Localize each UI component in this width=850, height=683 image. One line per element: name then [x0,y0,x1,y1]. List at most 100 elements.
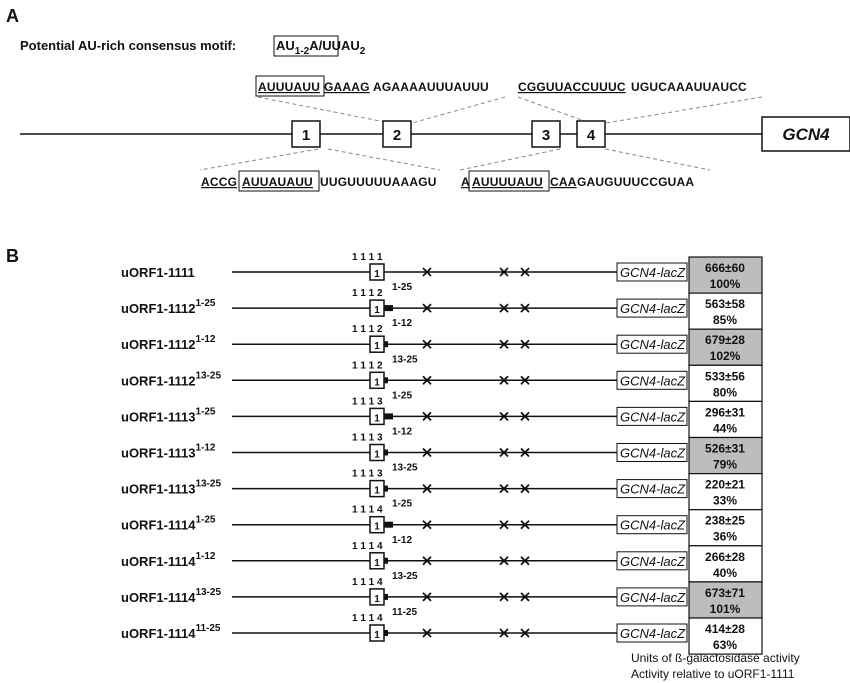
reporter-box [616,334,688,354]
uorf1-number: 1 [374,305,380,316]
sequence-extension [384,377,388,384]
sequence-extension [384,413,393,420]
activity-percent: 40% [713,566,737,580]
reporter-label: GCN4-lacZ [620,554,686,569]
codon-superscript: 13-25 [392,463,418,474]
sequence-extension [384,630,388,636]
reporter-box [616,443,688,462]
uorf2-mutated-x [422,592,432,602]
uorf1-number: 1 [374,269,380,280]
svg-text:CAA: CAA [550,175,577,189]
uorf3-mutated-x [499,592,509,602]
activity-cell [688,473,763,511]
reporter-box [616,262,688,282]
codon-digits: 1 1 1 1 [352,252,383,263]
codon-digits: 1 1 1 3 [352,433,383,444]
reporter-label: GCN4-lacZ [620,373,686,388]
uorf3-mutated-x [499,339,509,349]
activity-percent: 36% [713,530,737,544]
sequence-extension [384,521,393,528]
activity-cell [688,545,763,583]
activity-cell [688,400,763,439]
seq-uorf1-region: ACCG AUUAUAUU UUGUUUUUAAAGU [201,170,436,192]
reporter-box [616,479,688,499]
construct-name: uORF1-1111 [121,265,195,280]
svg-text:GAAAG: GAAAG [324,80,370,94]
construct-name: uORF1-111213-25 [121,370,221,388]
sequence-extension [384,557,388,564]
activity-cell [688,581,763,619]
reporter-box [616,298,688,318]
svg-text:1: 1 [302,127,310,144]
codon-superscript: 1-25 [392,390,412,401]
uorf4-mutated-x [520,267,530,277]
svg-text:AUUUUAUU: AUUUUAUU [472,175,543,189]
codon-superscript: 11-25 [392,607,417,618]
uorf4-mutated-x [520,520,530,530]
activity-cell [688,436,763,475]
uorf1-number: 1 [374,486,380,497]
uorf4-mutated-x [520,303,530,313]
uorf1-box [369,263,385,281]
seq-uorf4-region: CGGUUACCUUUC UGUCAAAUUAUCC [518,80,747,94]
activity-units: 266±28 [705,550,745,564]
codon-superscript: 1-25 [392,282,412,293]
construct-name: uORF1-11141-25 [121,515,216,533]
activity-percent: 44% [713,421,737,435]
activity-units: 220±21 [705,478,745,492]
uorf4-mutated-x [520,411,530,422]
sequence-extension [384,449,388,456]
reporter-box [616,623,688,643]
activity-units: 533±56 [705,369,745,383]
activity-cell [688,364,763,402]
codon-superscript: 13-25 [392,354,418,365]
uorf3-mutated-x [499,556,509,566]
activity-percent: 85% [713,313,737,327]
uorf4-mutated-x [520,339,530,349]
uorf3-box: 3 [531,120,561,148]
uorf2-mutated-x [422,339,432,349]
gcn4-gene-box: GCN4 [761,116,850,152]
activity-percent: 79% [713,458,737,472]
reporter-box [616,406,688,426]
uorf3-mutated-x [499,628,509,638]
uorf4-box: 4 [576,120,606,148]
activity-units: 563±58 [705,297,745,311]
activity-cell [688,328,763,366]
uorf4-mutated-x [520,483,530,494]
activity-units: 666±60 [705,261,745,275]
uorf1-number: 1 [374,630,380,641]
motif-label: Potential AU-rich consensus motif: [20,38,236,53]
svg-text:GCN4: GCN4 [782,125,830,144]
reporter-box [616,587,688,607]
footnote-relative: Activity relative to uORF1-1111 [631,667,795,681]
uorf2-mutated-x [422,520,432,530]
uorf2-mutated-x [422,556,432,566]
uorf3-mutated-x [499,267,509,277]
reporter-label: GCN4-lacZ [620,626,686,641]
reporter-label: GCN4-lacZ [620,265,686,280]
svg-text:4: 4 [587,127,596,144]
uorf2-box: 2 [382,120,412,148]
codon-superscript: 13-25 [392,571,418,582]
construct-name: uORF1-11131-25 [121,406,216,424]
reporter-label: GCN4-lacZ [620,409,686,424]
activity-units: 238±25 [705,514,745,528]
codon-superscript: 1-12 [392,427,412,438]
activity-percent: 80% [713,385,737,399]
uorf4-mutated-x [520,556,530,566]
zoom-lines-bottom [199,148,711,171]
reporter-label: GCN4-lacZ [620,590,686,605]
svg-text:CGGUUACCUUUC: CGGUUACCUUUC [518,80,626,94]
uorf3-mutated-x [499,447,509,458]
codon-digits: 1 1 1 2 [352,288,383,299]
construct-name: uORF1-111413-25 [121,587,221,605]
